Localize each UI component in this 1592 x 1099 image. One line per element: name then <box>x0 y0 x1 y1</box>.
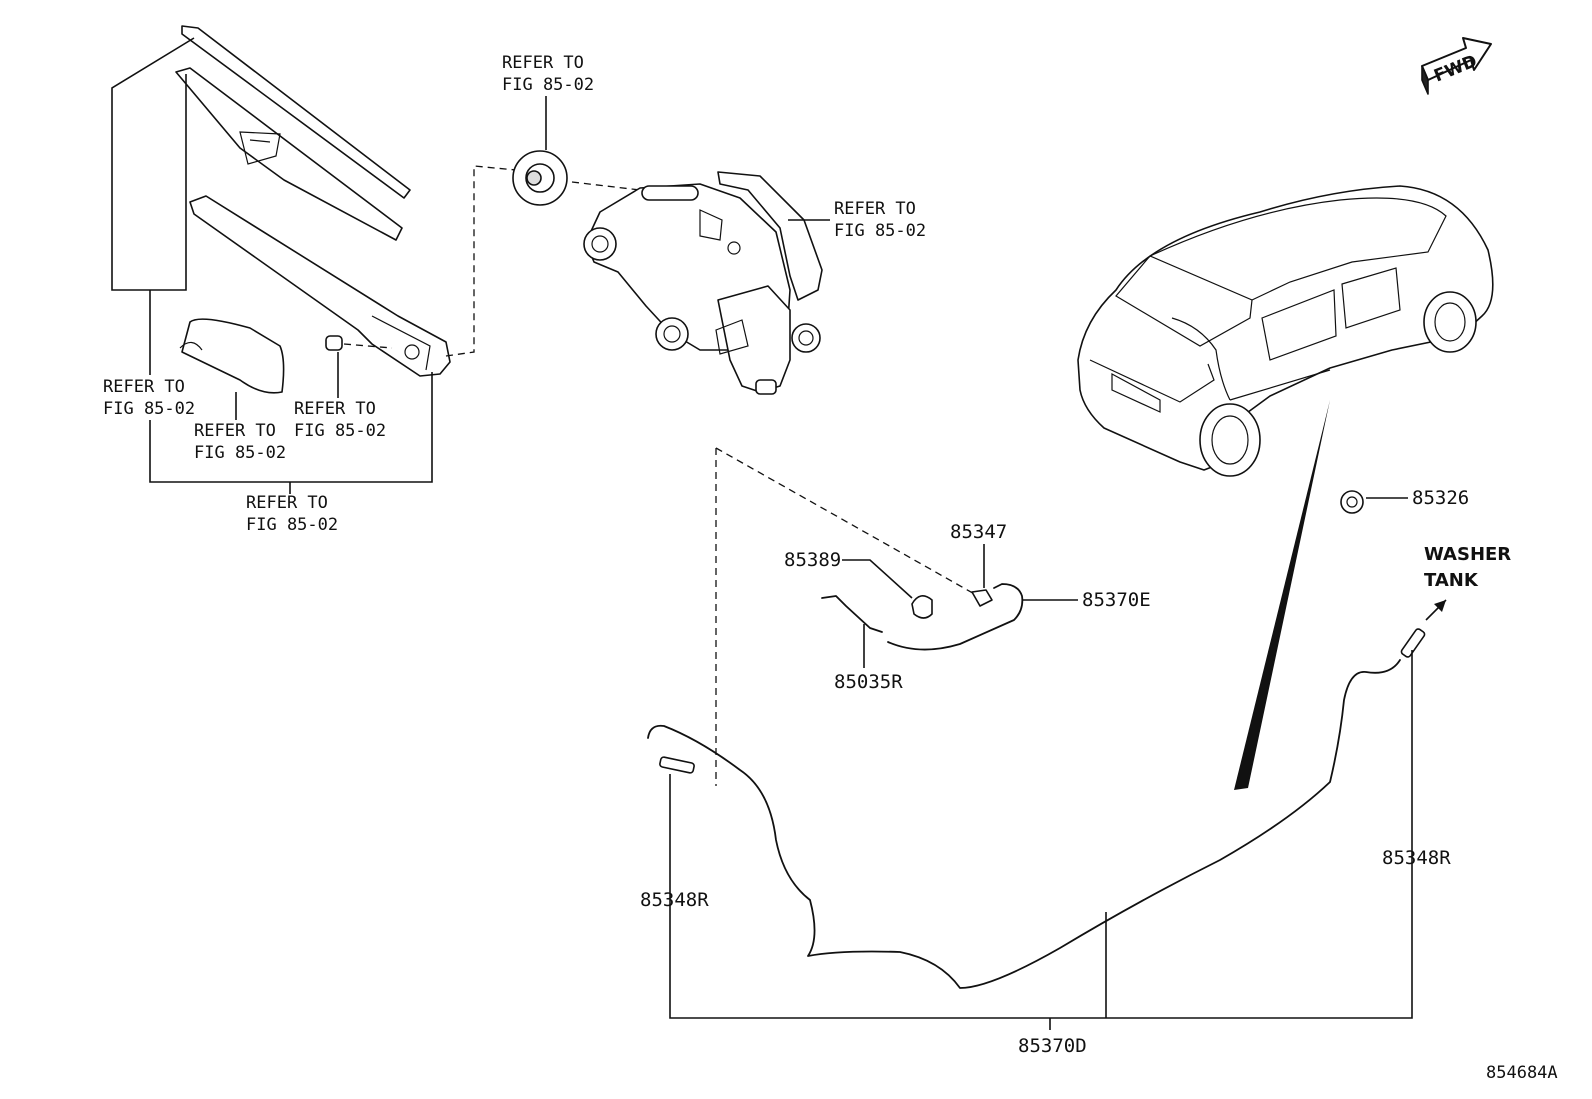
svg-text:FIG 85-02: FIG 85-02 <box>194 443 286 463</box>
dashed-nozzle-line <box>715 447 979 597</box>
vehicle-pointer-wedge <box>1234 400 1330 790</box>
svg-text:FIG 85-02: FIG 85-02 <box>246 515 338 535</box>
refer-label-left: REFER TO FIG 85-02 <box>103 377 195 419</box>
connector-right <box>1400 628 1426 658</box>
connector-left <box>659 756 695 774</box>
part-number-85348R-right: 85348R <box>1382 847 1451 869</box>
wiper-blade <box>175 25 411 241</box>
svg-text:REFER TO: REFER TO <box>294 399 376 419</box>
wiper-arm-nut <box>325 335 393 351</box>
part-85035R-nozzle <box>821 595 883 633</box>
part-number-85326: 85326 <box>1412 487 1469 509</box>
refer-label-top-center: REFER TO FIG 85-02 <box>502 53 594 95</box>
leader-bottom-bracket <box>149 372 433 483</box>
part-85370D-washer-hose <box>647 659 1401 989</box>
part-number-85347: 85347 <box>950 521 1007 543</box>
vehicle-illustration <box>1077 185 1494 477</box>
svg-text:REFER TO: REFER TO <box>246 493 328 513</box>
svg-text:FIG 85-02: FIG 85-02 <box>834 221 926 241</box>
part-number-85370E: 85370E <box>1082 589 1151 611</box>
diagram-code: 854684A <box>1486 1063 1558 1083</box>
pivot-grommet <box>512 150 568 206</box>
svg-text:FIG 85-02: FIG 85-02 <box>103 399 195 419</box>
wiper-arm <box>189 195 451 377</box>
part-number-85389: 85389 <box>784 549 841 571</box>
wiper-motor <box>583 171 823 395</box>
svg-text:FIG 85-02: FIG 85-02 <box>294 421 386 441</box>
leader-85370D-bracket <box>669 650 1413 1019</box>
svg-text:REFER TO: REFER TO <box>194 421 276 441</box>
svg-text:FIG 85-02: FIG 85-02 <box>502 75 594 95</box>
part-number-85370D: 85370D <box>1018 1035 1087 1057</box>
part-85389-clip <box>911 595 933 619</box>
part-85326-grommet <box>1340 490 1364 514</box>
fwd-arrow-icon: FWD <box>1421 37 1492 95</box>
part-number-85348R-left: 85348R <box>640 889 709 911</box>
svg-text:REFER TO: REFER TO <box>834 199 916 219</box>
refer-label-cap: REFER TO FIG 85-02 <box>194 421 286 463</box>
refer-label-motor: REFER TO FIG 85-02 <box>834 199 926 241</box>
part-85370E-hose <box>887 583 1024 651</box>
wiper-arm-cap <box>179 318 285 394</box>
refer-label-bottom: REFER TO FIG 85-02 <box>246 493 338 535</box>
refer-label-nut: REFER TO FIG 85-02 <box>294 399 386 441</box>
svg-text:TANK: TANK <box>1424 570 1479 591</box>
dashed-arm-to-pivot <box>445 165 517 357</box>
part-number-85035R: 85035R <box>834 671 903 693</box>
washer-tank-label: WASHER TANK <box>1424 544 1511 591</box>
svg-text:WASHER: WASHER <box>1424 544 1511 565</box>
leader-85389 <box>842 559 913 599</box>
svg-text:REFER TO: REFER TO <box>502 53 584 73</box>
leader-blade-bracket <box>111 37 195 291</box>
part-85347-joint <box>971 589 993 607</box>
svg-text:REFER TO: REFER TO <box>103 377 185 397</box>
